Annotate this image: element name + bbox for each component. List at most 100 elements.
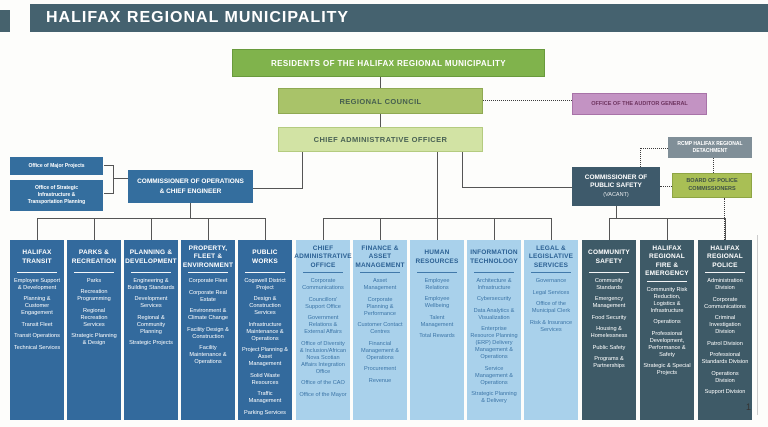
column-item: Community Standards	[594, 278, 624, 291]
column-separator	[130, 272, 172, 273]
column-title: PARKS & RECREATION	[71, 249, 117, 265]
column-item: Total Rewards	[419, 333, 455, 340]
page-number: 1	[746, 402, 752, 412]
column-item: Legal Services	[532, 289, 570, 296]
column-item: Food Security	[591, 314, 627, 321]
connector-line	[151, 218, 152, 240]
column-item: Employee Relations	[424, 278, 450, 291]
connector-line	[113, 165, 114, 194]
column-item: Facility Design & Construction	[187, 326, 229, 340]
column-item: Environment & Climate Change	[187, 308, 229, 322]
column-item: Programs & Partnerships	[593, 356, 625, 370]
column-title: PUBLIC WORKS	[252, 249, 278, 265]
connector-line	[94, 218, 95, 240]
column-item: Office of the Mayor	[299, 391, 347, 398]
connector-line	[104, 193, 113, 194]
connector-line	[616, 206, 617, 218]
connector-line	[462, 152, 463, 187]
column-item: Employee Support & Development	[13, 278, 61, 291]
dotted-connector-line	[483, 100, 572, 101]
dotted-connector-line	[724, 198, 725, 240]
column-title: FINANCE & ASSET MANAGEMENT	[355, 245, 405, 269]
column-item: Design & Construction Services	[249, 296, 281, 317]
column-item: Patrol Division	[707, 340, 743, 347]
column-item: Administration Division	[707, 278, 743, 292]
org-column-halifax-transit: HALIFAX TRANSIT Employee Support & Develo…	[10, 240, 64, 420]
regional-council-box: REGIONAL COUNCIL	[278, 88, 483, 114]
column-item: Corporate Planning & Performance	[363, 296, 397, 317]
column-item: Governance	[535, 278, 567, 285]
column-separator	[359, 272, 401, 274]
column-item: Engineering & Building Standards	[127, 278, 175, 291]
column-separator	[473, 272, 515, 273]
column-item: Community Risk Reduction, Logistics & In…	[646, 286, 688, 314]
column-item: Architecture & Infrastructure	[476, 278, 512, 291]
scan-artifact	[0, 10, 10, 32]
column-item: Procurement	[363, 366, 397, 373]
column-item: Professional Development, Performance & …	[648, 330, 686, 358]
rcmp-detachment-box: RCMP HALIFAX REGIONAL DETACHMENT	[668, 137, 752, 158]
auditor-general-box: OFFICE OF THE AUDITOR GENERAL	[572, 93, 707, 115]
connector-line	[380, 114, 381, 127]
column-item: Employee Wellbeing	[424, 296, 450, 310]
vacant-label: (VACANT)	[603, 192, 629, 199]
connector-line	[208, 218, 209, 240]
column-item: Councillors' Support Office	[305, 296, 341, 310]
column-separator	[16, 272, 58, 273]
column-item: Strategic Planning & Delivery	[471, 391, 517, 405]
board-police-commissioners-box: BOARD OF POLICE COMMISSIONERS	[672, 173, 752, 198]
connector-line	[265, 218, 266, 240]
connector-line	[323, 218, 324, 240]
column-item: Government Relations & External Affairs	[304, 315, 342, 336]
connector-line	[104, 165, 113, 166]
column-item: Infrastructure Maintenance & Operations	[246, 321, 284, 342]
column-item: Planning & Customer Engagement	[21, 296, 53, 317]
column-title: HALIFAX TRANSIT	[22, 249, 52, 265]
column-item: Technical Services	[13, 344, 61, 351]
operations-columns-group: HALIFAX TRANSIT Employee Support & Develo…	[10, 240, 292, 420]
column-item: Operations	[653, 319, 681, 326]
connector-line	[667, 218, 668, 240]
column-title: PROPERTY, FLEET & ENVIRONMENT	[182, 245, 234, 269]
column-item: Financial Management & Operations	[361, 340, 399, 361]
column-item: Revenue	[368, 377, 392, 384]
column-item: Operations Division	[711, 370, 739, 384]
column-item: Customer Contact Centres	[357, 322, 403, 336]
dotted-connector-line	[640, 148, 641, 167]
column-title: HALIFAX REGIONAL POLICE	[707, 245, 743, 269]
column-item: Office of the CAO	[301, 380, 345, 387]
page-title: HALIFAX REGIONAL MUNICIPALITY	[30, 4, 768, 32]
column-item: Support Division	[704, 389, 746, 396]
column-item: Solid Waste Resources	[250, 372, 280, 386]
commissioner-operations-box: COMMISSIONER OF OPERATIONS & CHIEF ENGIN…	[128, 170, 253, 203]
dotted-connector-line	[640, 148, 668, 149]
column-item: Office of Diversity & Inclusion/African …	[299, 340, 347, 375]
column-title: INFORMATION TECHNOLOGY	[470, 249, 518, 265]
office-strategic-infrastructure-box: Office of Strategic Infrastructure & Tra…	[10, 180, 103, 211]
column-item: Parks	[86, 278, 102, 284]
column-item: Public Safety	[592, 344, 626, 351]
column-item: Development Services	[134, 296, 168, 310]
column-title: LEGAL & LEGISLATIVE SERVICES	[528, 245, 574, 269]
connector-line	[494, 218, 495, 240]
column-item: Corporate Communications	[704, 296, 746, 310]
column-item: Office of the Municipal Clerk	[531, 301, 571, 315]
column-item: Cybersecurity	[476, 296, 512, 303]
column-item: Corporate Fleet	[188, 278, 228, 285]
column-item: Service Management & Operations	[475, 365, 513, 386]
connector-line	[37, 218, 265, 219]
column-title: COMMUNITY SAFETY	[588, 249, 630, 265]
column-title: PLANNING & DEVELOPMENT	[125, 249, 177, 265]
connector-line	[551, 218, 552, 240]
column-item: Strategic Planning & Design	[71, 333, 117, 347]
page-crease-line	[757, 235, 758, 415]
column-separator	[73, 272, 115, 273]
